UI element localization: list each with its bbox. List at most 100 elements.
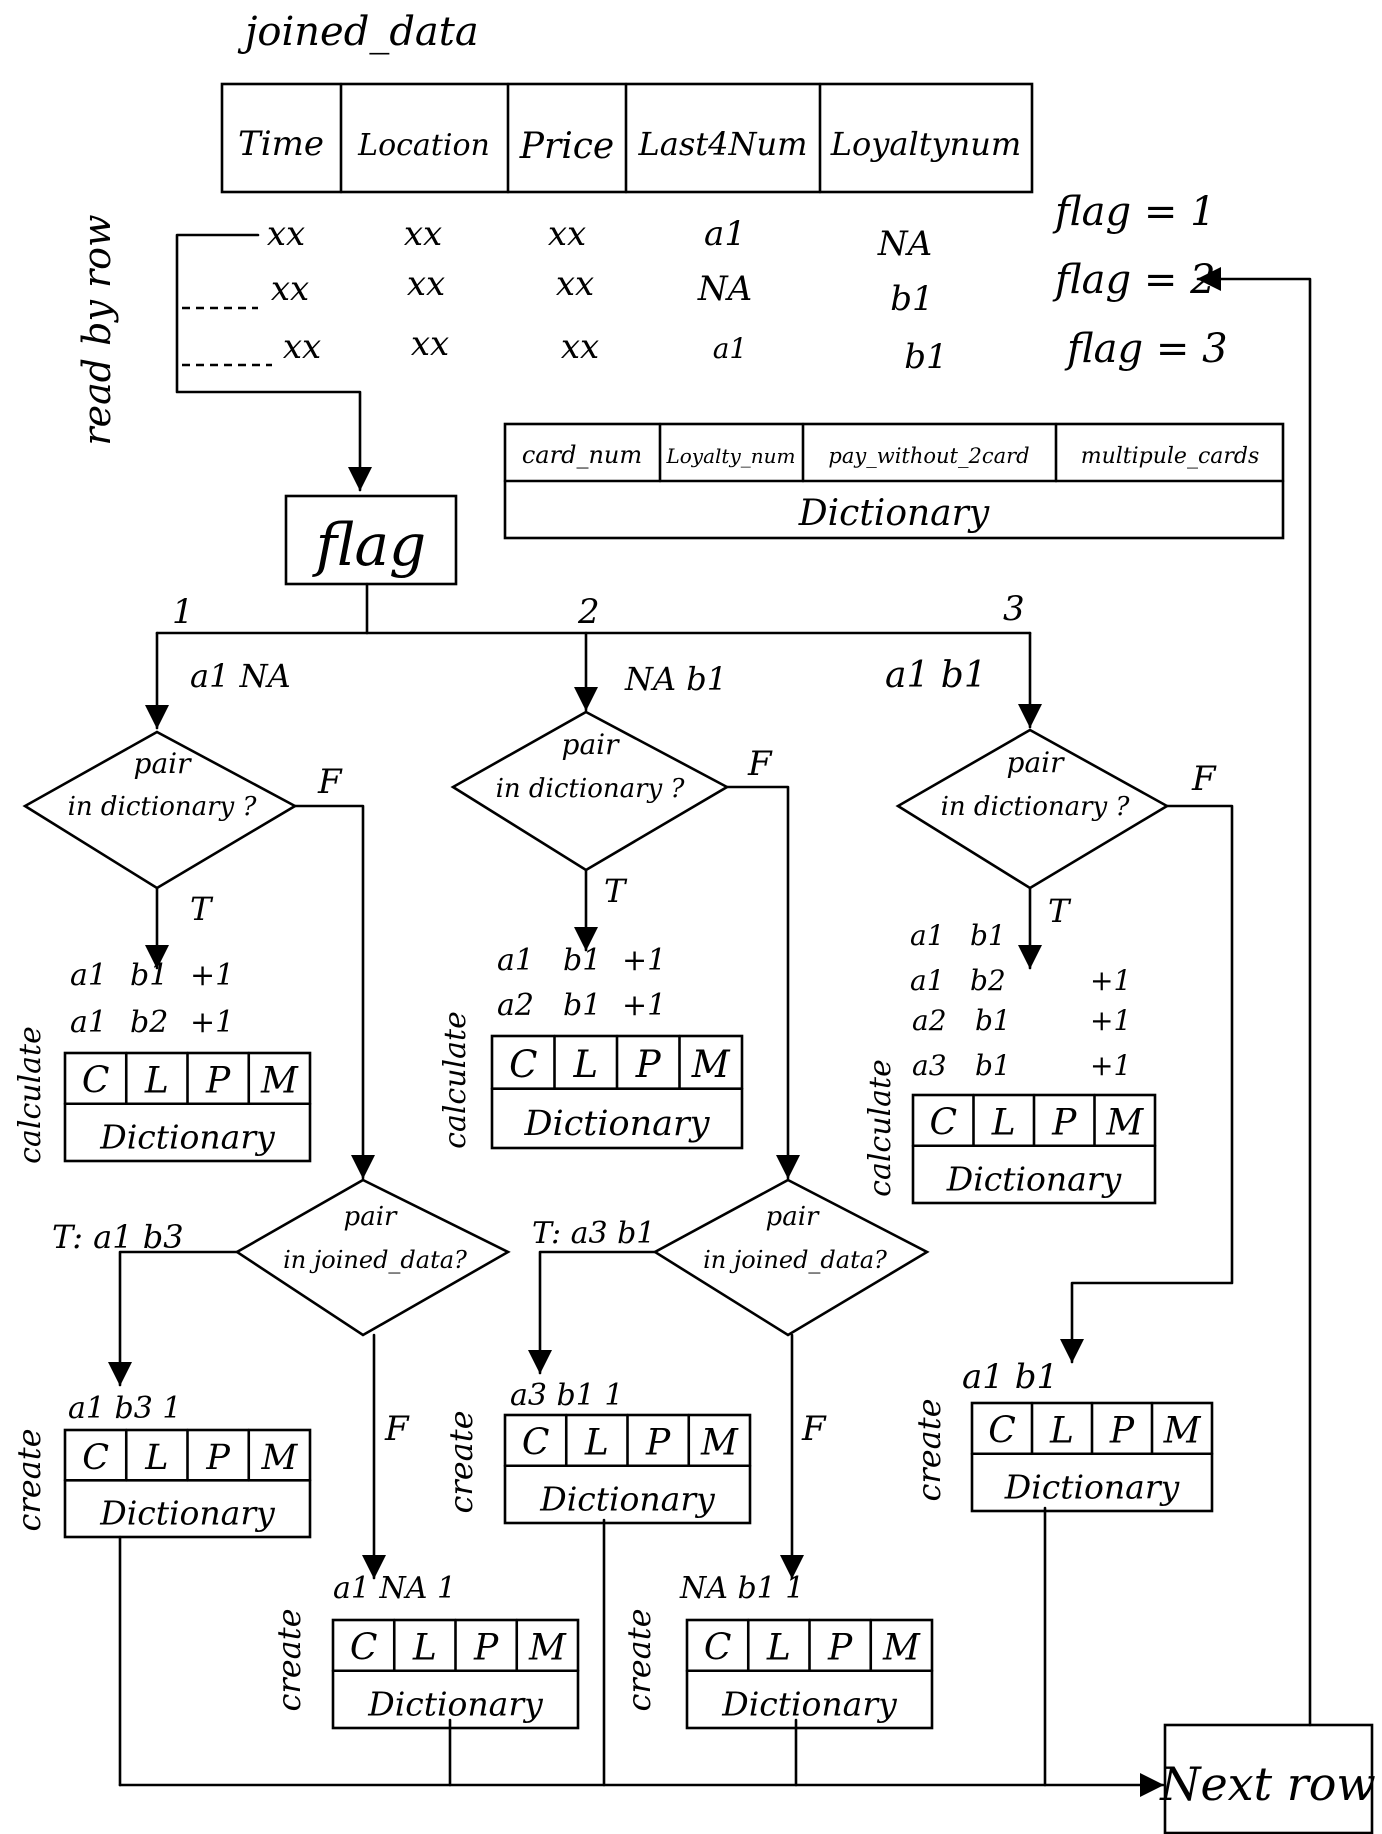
- dictionary-field: C: [82, 1438, 109, 1478]
- create-header: a1 NA 1: [333, 1571, 456, 1606]
- calc-text: a1: [70, 1005, 107, 1040]
- decision-text: pair: [766, 1202, 820, 1232]
- dictionary-label: Dictionary: [523, 1104, 710, 1144]
- calc-text: +1: [1090, 1004, 1131, 1037]
- table-cell: xx: [548, 214, 586, 254]
- calc-text: b1: [975, 1049, 1011, 1082]
- calc-text: b1: [563, 988, 601, 1023]
- dictionary-field: L: [144, 1438, 168, 1478]
- decision-branch-3: pair in dictionary ?: [895, 728, 1170, 890]
- table-cell: b1: [890, 279, 933, 319]
- dictionary-field: M: [260, 1061, 299, 1102]
- dictionary-field: C: [350, 1628, 378, 1669]
- create-header: NA b1 1: [679, 1571, 804, 1606]
- dictionary-field: C: [988, 1411, 1016, 1452]
- dictionary-field: Loyalty_num: [665, 444, 795, 468]
- master-dictionary: card_num Loyalty_num pay_without_2card m…: [503, 422, 1285, 540]
- calc-lines-branch-1: a1 b1 +1 a1 b2 +1: [70, 958, 234, 1040]
- table-cell: xx: [556, 264, 594, 304]
- dictionary-field: L: [144, 1061, 169, 1102]
- decision-branch-1: pair in dictionary ?: [22, 730, 298, 890]
- calc-text: a1: [910, 919, 945, 952]
- create-label: create: [270, 1608, 308, 1711]
- dictionary-field: P: [1051, 1103, 1077, 1144]
- column-header: Last4Num: [638, 125, 808, 163]
- false-label: F: [317, 762, 343, 802]
- table-cell: xx: [267, 214, 305, 254]
- dictionary-field: P: [205, 1438, 231, 1478]
- decision-text: pair: [1007, 746, 1066, 779]
- column-header: Price: [519, 126, 614, 167]
- calc-lines-branch-3: a1 b1 a1 b2 +1 a2 b1 +1 a3 b1 +1: [910, 919, 1131, 1082]
- false2-label: F: [384, 1409, 410, 1449]
- dictionary-field: M: [882, 1628, 921, 1669]
- create-label: create: [620, 1608, 658, 1711]
- flag-list: flag = 1 flag = 2 flag = 3: [1052, 189, 1228, 372]
- decision-text: in dictionary ?: [496, 774, 686, 804]
- branch-pair: a1 b1: [885, 655, 987, 696]
- dictionary-label: Dictionary: [99, 1117, 275, 1156]
- calc-text: +1: [1090, 1049, 1131, 1082]
- next-row-label: Next row: [1159, 1757, 1376, 1811]
- flag-box-label: flag: [312, 511, 426, 579]
- true2-label: T: a3 b1: [532, 1216, 655, 1251]
- dictionary-field: C: [704, 1628, 732, 1669]
- dictionary-field: M: [528, 1628, 567, 1669]
- decision-text: in joined_data?: [283, 1246, 467, 1274]
- calc-text: a1: [70, 958, 107, 993]
- calc-label: calculate: [13, 1026, 48, 1164]
- decision-text: pair: [562, 728, 621, 761]
- create-header: a3 b1 1: [510, 1378, 623, 1413]
- dictionary-field: C: [509, 1043, 537, 1086]
- true-label: T: [604, 872, 628, 910]
- dictionary-label: Dictionary: [946, 1159, 1122, 1198]
- dictionary-field: M: [691, 1043, 731, 1086]
- branch-pair: a1 NA: [190, 657, 291, 695]
- calc-text: a2: [912, 1004, 947, 1037]
- calc-text: a3: [912, 1049, 947, 1082]
- decision-branch-2: pair in dictionary ?: [450, 710, 730, 872]
- calc-text: +1: [1090, 964, 1131, 997]
- table-cell: xx: [411, 324, 449, 364]
- table-cell: a1: [704, 214, 746, 254]
- side-label: read by row: [75, 214, 119, 445]
- calc-text: +1: [190, 1005, 234, 1040]
- column-header: Loyaltynum: [830, 125, 1021, 163]
- dictionary-label: Dictionary: [798, 493, 990, 534]
- table-title: joined_data: [237, 9, 479, 55]
- table-cell: b1: [904, 337, 947, 377]
- create-header: a1 b3 1: [68, 1391, 181, 1426]
- dictionary-label: Dictionary: [721, 1684, 897, 1723]
- calc-text: b1: [970, 919, 1006, 952]
- false-label: F: [747, 744, 773, 784]
- table-cell: NA: [697, 269, 752, 309]
- table-cell: xx: [283, 327, 321, 367]
- calc-label: calculate: [438, 1011, 473, 1149]
- calc-text: b2: [130, 1005, 168, 1040]
- joined-data-rows: xx xx xx a1 NA xx xx xx NA b1 xx xx xx a…: [267, 214, 948, 377]
- dictionary-field: P: [827, 1628, 853, 1669]
- decision-text: in joined_data?: [703, 1246, 887, 1274]
- dictionary-field: P: [205, 1061, 231, 1102]
- branch-number: 1: [172, 592, 194, 632]
- table-cell: xx: [271, 269, 309, 309]
- dictionary-field: L: [412, 1628, 437, 1669]
- table-cell: NA: [877, 224, 932, 264]
- dictionary-field: pay_without_2card: [828, 444, 1029, 468]
- dictionary-field: P: [473, 1628, 499, 1669]
- dictionary-field: M: [1105, 1103, 1144, 1144]
- dictionary-label: Dictionary: [539, 1479, 715, 1518]
- true2-label: T: a1 b3: [52, 1218, 184, 1256]
- table-cell: xx: [561, 327, 599, 367]
- create-header: a1 b1: [962, 1357, 1058, 1397]
- create-label: create: [910, 1398, 948, 1501]
- column-header: Time: [238, 124, 324, 164]
- flag-box: [284, 494, 458, 586]
- column-header: Location: [357, 128, 490, 163]
- calc-text: +1: [622, 943, 666, 978]
